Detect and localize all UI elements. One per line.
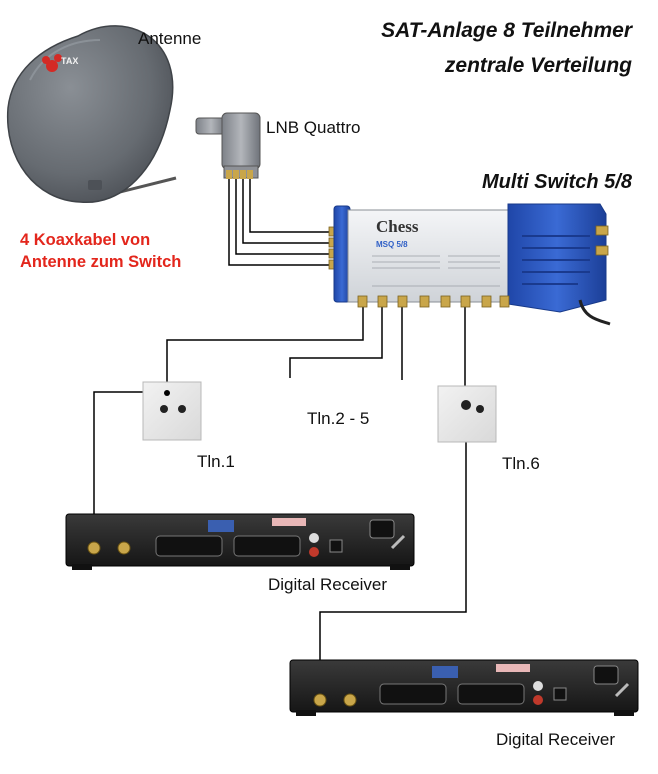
wall-outlet-1 (142, 381, 202, 441)
digital-receiver-1 (65, 513, 415, 570)
receiver-scart-1 (379, 683, 447, 705)
switch-input-ports (328, 226, 337, 270)
switch-output-port (440, 295, 451, 308)
satellite-dish: TAX (6, 25, 174, 203)
dish-rim-highlight (29, 39, 101, 81)
outlet-socket-tv (160, 405, 168, 413)
lnb-port-2 (233, 170, 239, 179)
cable-note-line-2: Antenne zum Switch (20, 253, 182, 271)
switch-output-port (377, 295, 388, 308)
lnb-body (221, 112, 261, 170)
switch-output-port (357, 295, 368, 308)
outlet-socket-tv (461, 400, 471, 410)
receiver-optical-port (553, 687, 567, 701)
receiver-loop-out-port (117, 541, 131, 555)
dish-logo-dot-2 (42, 56, 50, 64)
switch-right-housing (507, 203, 607, 313)
switch-output-port (397, 295, 408, 308)
receiver-rca-red (533, 695, 543, 705)
outlet-socket-sat (178, 405, 186, 413)
receiver-scart-2 (457, 683, 525, 705)
switch-output-port (460, 295, 471, 308)
receiver-usb-port (208, 520, 234, 532)
receiver-power-switch (614, 682, 630, 698)
digital-receiver-2 (289, 659, 639, 716)
switch-spec-lines (372, 255, 500, 287)
receiver-power-socket (593, 665, 619, 685)
cable-switch-to-outlet-1 (166, 305, 364, 392)
receiver-usb-port (432, 666, 458, 678)
lnb-port-3 (240, 170, 246, 179)
receiver-lnb-in-port (313, 693, 327, 707)
cable-tln-2 (289, 305, 383, 378)
receiver-rca-white (309, 533, 319, 543)
receiver-power-socket (369, 519, 395, 539)
receiver-lnb-in-port (87, 541, 101, 555)
participant-2-5-label: Tln.2 - 5 (307, 409, 370, 428)
receiver-rca-red (309, 547, 319, 557)
lnb-cable-2 (242, 178, 334, 244)
dish-logo: TAX (42, 54, 78, 72)
participant-6-label: Tln.6 (502, 454, 540, 473)
wall-outlet-6 (437, 385, 497, 443)
lnb-label: LNB Quattro (266, 118, 361, 137)
receiver-2-label: Digital Receiver (496, 730, 616, 749)
cable-note-line-1: 4 Koaxkabel von (20, 231, 151, 249)
receiver-rca-white (533, 681, 543, 691)
receiver-foot (390, 564, 410, 570)
outlet-socket-sat (476, 405, 484, 413)
lnb-quattro (195, 112, 261, 179)
dish-logo-dot-3 (54, 54, 62, 62)
receiver-label-sticker (272, 518, 306, 526)
dish-mount (88, 180, 102, 190)
switch-heatsink (522, 235, 590, 285)
lnb-port-4 (247, 170, 253, 179)
receiver-power-switch (390, 534, 406, 550)
switch-right-port (595, 245, 609, 256)
participant-1-label: Tln.1 (197, 452, 235, 471)
dish-reflector (6, 25, 174, 203)
switch-right-port (595, 225, 609, 236)
dish-logo-dot-1 (46, 60, 58, 72)
lnb-port-1 (226, 170, 232, 179)
lnb-cable-4 (228, 178, 334, 266)
diagram-title-line-2: zentrale Verteilung (444, 54, 632, 77)
multi-switch: Chess MSQ 5/8 (328, 203, 611, 326)
switch-brand: Chess (376, 217, 419, 236)
wall-outlet-plate (437, 385, 497, 443)
receiver-optical-port (329, 539, 343, 553)
receiver-loop-out-port (343, 693, 357, 707)
switch-output-ports (357, 295, 510, 308)
switch-model: MSQ 5/8 (376, 240, 408, 249)
switch-label: Multi Switch 5/8 (481, 171, 632, 193)
receiver-scart-1 (155, 535, 223, 557)
outlet-input-dot (164, 390, 170, 396)
dish-logo-text: TAX (61, 56, 78, 66)
wall-outlet-plate (142, 381, 202, 441)
cable-outlet-6-to-receiver-2 (319, 405, 467, 698)
diagram-title-line-1: SAT-Anlage 8 Teilnehmer (381, 19, 632, 42)
receiver-foot (72, 564, 92, 570)
lnb-cable-1 (249, 178, 334, 233)
receiver-label-sticker (496, 664, 530, 672)
switch-output-port (419, 295, 430, 308)
antenna-label: Antenne (138, 29, 202, 48)
switch-output-port (481, 295, 492, 308)
switch-power-cord (578, 299, 611, 326)
receiver-1-label: Digital Receiver (268, 575, 388, 594)
receiver-foot (614, 710, 634, 716)
receiver-foot (296, 710, 316, 716)
lnb-cable-3 (235, 178, 334, 255)
switch-output-port (499, 295, 510, 308)
receiver-scart-2 (233, 535, 301, 557)
